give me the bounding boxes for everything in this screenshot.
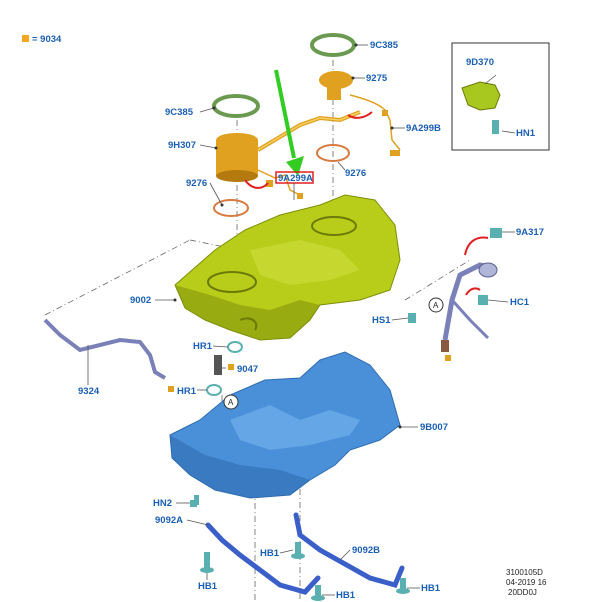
label-9a299b: 9A299B — [406, 123, 441, 134]
red-arrow-hc1 — [465, 287, 481, 296]
green-indicator-arrow — [274, 69, 296, 159]
label-9324: 9324 — [78, 386, 100, 397]
callout-a-2 — [223, 394, 239, 410]
svg-text:A: A — [228, 398, 234, 407]
red-arrow-9a317 — [464, 236, 489, 256]
label-9092a: 9092A — [155, 515, 183, 526]
red-arrow-left — [244, 179, 269, 189]
heat-shield-9b007 — [169, 351, 401, 499]
legend-swatch-filler — [445, 355, 451, 361]
clip-hc1 — [478, 295, 488, 305]
strap-9092b — [293, 512, 405, 589]
clamp-hr1-bottom — [206, 384, 222, 396]
label-9092b: 9092B — [352, 545, 380, 556]
highlight-9a299a — [275, 171, 314, 184]
seal-9276-right — [316, 144, 350, 162]
label-9c385-top: 9C385 — [370, 40, 399, 51]
seal-9276-left — [213, 199, 249, 217]
callout-a-1 — [428, 297, 444, 313]
label-hr1-bottom: HR1 — [177, 386, 197, 397]
reference-line-3: 20DD0J — [508, 588, 537, 597]
filler-hose — [441, 340, 449, 352]
label-9b007: 9B007 — [420, 422, 448, 433]
label-9c385-left: 9C385 — [165, 107, 194, 118]
label-hb1-right: HB1 — [421, 583, 441, 594]
clip-hs1 — [408, 313, 416, 323]
legend-label: = 9034 — [32, 34, 62, 45]
label-9d370: 9D370 — [466, 57, 494, 68]
reference-line-2: 04-2019 16 — [506, 578, 547, 587]
legend-swatch-9047 — [228, 364, 234, 370]
label-hb1-bottom: HB1 — [336, 590, 356, 601]
label-9h307: 9H307 — [168, 140, 196, 151]
connector-9a299a-end — [297, 193, 303, 199]
green-arrow-head — [286, 156, 304, 176]
wiring-harness-9a299b — [349, 94, 401, 151]
fuel-pump-bottom — [216, 170, 258, 182]
connector-9a299b — [382, 110, 388, 116]
valve-9d370 — [461, 81, 501, 111]
wiring-harness-9a299a — [257, 169, 301, 196]
label-9002: 9002 — [130, 295, 151, 306]
o-ring-9c385-top — [310, 33, 356, 57]
fitting-hn1 — [492, 120, 499, 134]
label-hc1: HC1 — [510, 297, 530, 308]
label-hn1: HN1 — [516, 128, 536, 139]
vent-line-9324 — [43, 318, 167, 380]
label-9276-left: 9276 — [186, 178, 207, 189]
connector-9a299b-end — [390, 150, 400, 156]
sender-unit-body — [327, 82, 341, 100]
label-9276-right: 9276 — [345, 168, 366, 179]
clamp-hr1-top — [227, 341, 243, 353]
connector-9a299a — [266, 180, 273, 187]
label-9047: 9047 — [237, 364, 258, 375]
label-hn2: HN2 — [153, 498, 172, 509]
svg-text:A: A — [433, 301, 439, 310]
hose-9047 — [214, 355, 222, 375]
legend-swatch-hr1 — [168, 386, 174, 392]
o-ring-9c385-left — [212, 94, 260, 118]
clip-9a317 — [490, 228, 502, 238]
label-hs1: HS1 — [372, 315, 391, 326]
leader-lines — [87, 44, 516, 596]
fuel-tank-9002 — [174, 194, 401, 341]
legend-swatch — [22, 35, 29, 42]
label-9a317: 9A317 — [516, 227, 544, 238]
strap-9092a — [205, 522, 321, 595]
label-9a299a: 9A299A — [278, 173, 313, 184]
red-arrow-right — [347, 111, 373, 119]
reference-line-1: 3100105D — [506, 568, 543, 577]
label-hb1-mid: HB1 — [260, 548, 280, 559]
label-hr1-top: HR1 — [193, 341, 213, 352]
label-9275: 9275 — [366, 73, 388, 84]
leader-dots — [173, 43, 402, 429]
label-hb1-left: HB1 — [198, 581, 218, 592]
detail-inset-box — [451, 42, 550, 151]
clip-hn2 — [190, 500, 197, 507]
